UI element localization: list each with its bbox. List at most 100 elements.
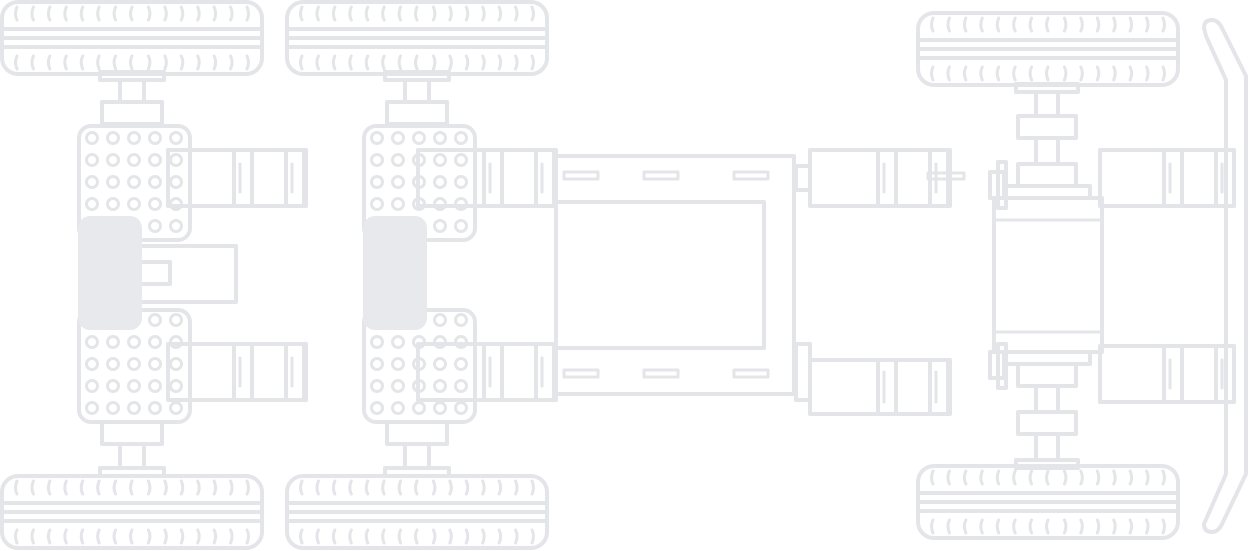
tread-mark	[299, 479, 304, 496]
tread-mark	[497, 54, 503, 71]
tread-mark	[1062, 65, 1068, 82]
tread-mark	[14, 479, 19, 496]
tread-mark	[245, 5, 250, 22]
tread-mark	[464, 5, 470, 22]
tread-mark	[1045, 469, 1050, 486]
tread-mark	[995, 469, 1001, 486]
plate-hole	[148, 313, 162, 327]
tread-mark	[129, 528, 134, 545]
tread-mark	[1128, 65, 1134, 82]
plate-hole	[148, 379, 162, 393]
plate-hole	[169, 219, 183, 233]
plate-hole	[370, 153, 384, 167]
plate-hole	[106, 197, 120, 211]
tread-mark	[514, 479, 519, 496]
tread-mark	[196, 54, 201, 71]
tread-mark	[348, 5, 353, 22]
steering-axle-bottom	[1004, 350, 1092, 470]
plate-hole	[127, 401, 141, 415]
plate-hole	[412, 401, 426, 415]
plate-hole	[85, 153, 99, 167]
tread-mark	[448, 54, 453, 71]
tread-mark	[63, 528, 68, 545]
tread-mark	[331, 528, 337, 545]
tread-mark	[1062, 518, 1068, 535]
tread-mark	[962, 518, 968, 535]
tread-mark	[1095, 469, 1101, 486]
tread-mark	[464, 528, 470, 545]
plate-hole	[433, 313, 447, 327]
tread-mark	[1145, 65, 1150, 82]
tread-mark	[1012, 469, 1017, 486]
tread-mark	[1145, 518, 1150, 535]
tread-mark	[96, 528, 101, 545]
plate-hole	[85, 131, 99, 145]
plate-hole	[148, 153, 162, 167]
plate-hole	[169, 175, 183, 189]
tread-mark	[46, 54, 52, 71]
tread-mark	[112, 479, 118, 496]
plate-hole	[370, 335, 384, 349]
tread-mark	[1012, 518, 1017, 535]
plate-hole	[127, 357, 141, 371]
tread-mark	[79, 5, 85, 22]
plate-hole	[148, 357, 162, 371]
tread-mark	[348, 528, 353, 545]
tread-mark	[364, 54, 370, 71]
tread-mark	[179, 54, 185, 71]
tread-mark	[1145, 469, 1150, 486]
tread-mark	[229, 54, 234, 71]
tread-mark	[1045, 16, 1050, 33]
tread-mark	[464, 54, 470, 71]
plate-hole	[148, 197, 162, 211]
plate-hole	[106, 379, 120, 393]
tread-mark	[397, 528, 403, 545]
tread-mark	[96, 54, 101, 71]
plate-hole	[169, 401, 183, 415]
tread-mark	[63, 54, 68, 71]
tread-mark	[930, 518, 935, 535]
tread-mark	[348, 54, 353, 71]
tread-mark	[448, 5, 453, 22]
tread-mark	[530, 54, 535, 71]
tread-mark	[146, 54, 152, 71]
plate-hole	[412, 131, 426, 145]
plate-hole	[391, 335, 405, 349]
tread-mark	[1161, 518, 1166, 535]
tread-mark	[381, 54, 386, 71]
plate-hole	[169, 153, 183, 167]
plate-hole	[454, 313, 468, 327]
tread-mark	[481, 5, 486, 22]
tread-mark	[481, 479, 486, 496]
plate-hole	[454, 357, 468, 371]
tread-mark	[112, 528, 118, 545]
tread-mark	[431, 528, 437, 545]
plate-hole	[370, 131, 384, 145]
motor-top-middle	[416, 148, 558, 208]
perforated-plate-bottom-left	[77, 308, 192, 424]
tread-mark	[414, 54, 419, 71]
tread-mark	[179, 479, 185, 496]
tread-mark	[979, 518, 984, 535]
wheel-top-middle	[285, 0, 549, 76]
tread-mark	[1012, 16, 1017, 33]
tread-mark	[129, 5, 134, 22]
tread-mark	[530, 528, 535, 545]
plate-hole	[454, 153, 468, 167]
tread-mark	[331, 479, 337, 496]
plate-hole	[454, 401, 468, 415]
tread-mark	[299, 528, 304, 545]
tread-mark	[431, 54, 437, 71]
tread-mark	[962, 65, 968, 82]
tread-mark	[1028, 16, 1034, 33]
wheel-bottom-left	[0, 474, 264, 550]
plate-hole	[106, 357, 120, 371]
plate-hole	[391, 401, 405, 415]
tread-mark	[46, 5, 52, 22]
tread-mark	[163, 5, 168, 22]
tread-mark	[1062, 469, 1068, 486]
front-frame	[988, 160, 1104, 390]
tread-mark	[14, 54, 19, 71]
wheel-bottom-middle	[285, 474, 549, 550]
tread-mark	[30, 528, 35, 545]
